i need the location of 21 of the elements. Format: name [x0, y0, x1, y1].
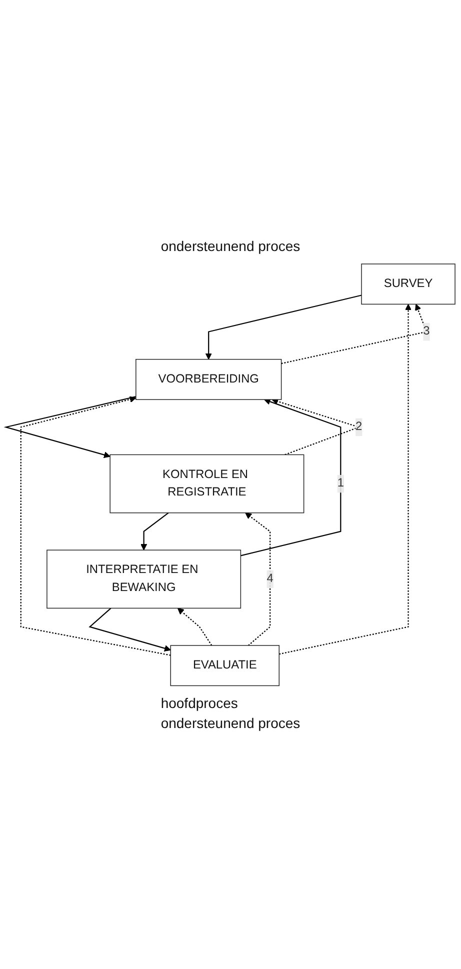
arrow: [245, 512, 271, 646]
arrow: [240, 398, 342, 556]
process-note: hoofdproces: [160, 695, 239, 712]
node-box: KONTROLE EN REGISTRATIE: [110, 454, 304, 513]
edge-label: 3: [423, 324, 430, 338]
edge-label: 1: [337, 476, 344, 490]
arrow: [20, 396, 171, 656]
arrow: [205, 294, 362, 360]
edge-label: 4: [266, 572, 274, 585]
process-caption: ondersteunend proces: [160, 715, 300, 732]
arrow: [177, 608, 212, 646]
arrow: [279, 304, 412, 654]
node-box: INTERPRETATIE EN BEWAKING: [46, 549, 242, 608]
process-caption: ondersteunend proces: [160, 238, 300, 254]
arrow: [88, 607, 171, 652]
arrow: [4, 396, 136, 458]
node-box: SURVEY: [361, 263, 456, 304]
node-box: EVALUATIE: [170, 644, 280, 686]
edge-label: 2: [356, 420, 362, 433]
node-box: VOORBEREIDING: [136, 358, 282, 400]
arrow: [140, 512, 169, 550]
